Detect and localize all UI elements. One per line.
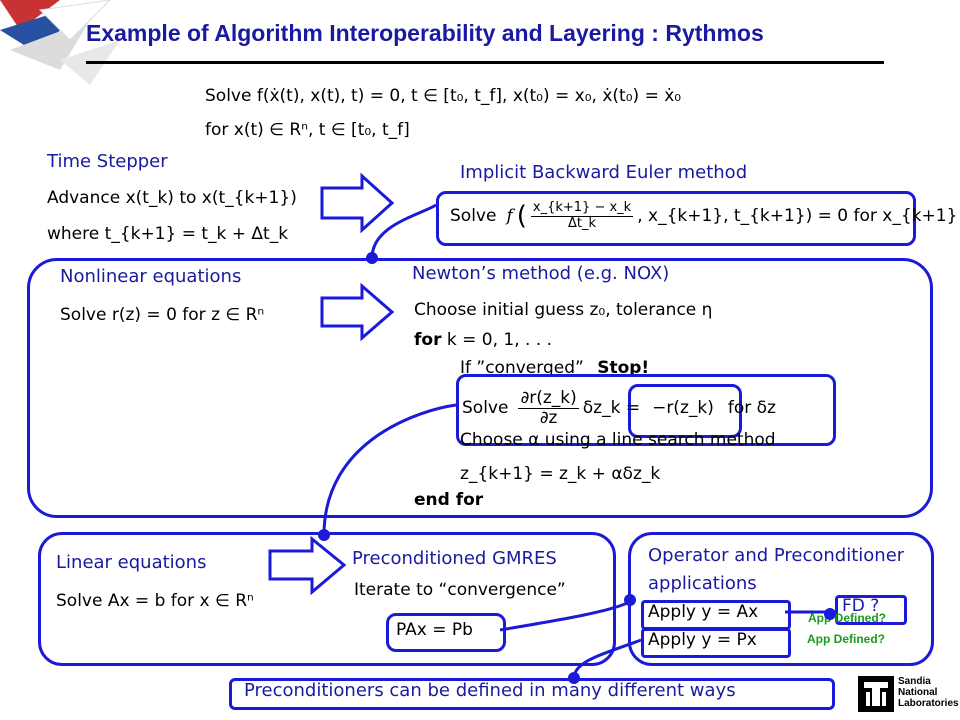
gmres-connector-dot	[624, 594, 636, 606]
fd-label: FD ?	[842, 596, 880, 616]
logo-line-3: Laboratories	[898, 698, 959, 709]
newton-line-1: Choose initial guess z₀, tolerance η	[414, 300, 713, 320]
sandia-thunderbird-icon	[858, 676, 894, 712]
nonlinear-equation: Solve r(z) = 0 for z ∈ Rⁿ	[60, 305, 265, 325]
be-f: f	[506, 206, 513, 226]
newton-label: Newton’s method (e.g. NOX)	[412, 263, 670, 284]
update-step: z_{k+1} = z_k + αδz_k	[460, 464, 661, 484]
delta-z: δz_k =	[582, 398, 641, 418]
newton-connector	[322, 403, 457, 536]
fd-connector-dot	[824, 608, 836, 620]
newton-connector-dot	[318, 529, 330, 541]
linear-equation: Solve Ax = b for x ∈ Rⁿ	[56, 591, 254, 611]
gmres-label: Preconditioned GMRES	[352, 548, 557, 569]
apply-a: Apply y = Ax	[648, 602, 759, 622]
app-defined-2: App Defined?	[807, 632, 885, 646]
apply-p: Apply y = Px	[648, 630, 757, 650]
backward-euler-box	[436, 191, 916, 246]
problem-line-1: Solve f(ẋ(t), x(t), t) = 0, t ∈ [t₀, t_f…	[205, 86, 682, 106]
be-fraction: x_{k+1} − x_k Δt_k	[530, 200, 634, 231]
newton-solve-box	[456, 374, 836, 446]
backward-euler-label: Implicit Backward Euler method	[460, 162, 748, 183]
footer-note-box	[229, 678, 835, 710]
be-connector-dot	[366, 252, 378, 264]
logo-line-1: Sandia	[898, 676, 931, 687]
ns-solve: Solve	[462, 398, 509, 418]
logo-line-2: National	[898, 687, 938, 698]
nonlinear-arrow	[320, 282, 395, 342]
apply-p-box	[641, 628, 791, 658]
newton-solve-equation: Solve ∂r(z_k) ∂z δz_k = −r(z_k) for δz	[462, 380, 776, 436]
be-rest: , x_{k+1}, t_{k+1}) = 0 for x_{k+1}	[637, 206, 958, 226]
time-stepper-line-2: where t_{k+1} = t_k + Δt_k	[47, 224, 289, 244]
operator-label-1: Operator and Preconditioner	[648, 545, 905, 566]
line-search: Choose α using a line search method	[460, 430, 776, 450]
be-frac-num: x_{k+1} − x_k	[530, 200, 634, 217]
be-frac-den: Δt_k	[568, 215, 597, 231]
if-converged: If ”converged”	[460, 358, 584, 378]
time-stepper-line-1: Advance x(t_k) to x(t_{k+1})	[47, 188, 297, 208]
page-title: Example of Algorithm Interoperability an…	[86, 20, 764, 46]
jacobian-num: ∂r(z_k)	[518, 387, 579, 409]
for-dz: for δz	[727, 398, 776, 418]
pax-equation: PAx = Pb	[396, 620, 473, 640]
footer-connector	[572, 638, 642, 679]
nonlinear-box	[27, 258, 933, 518]
backward-euler-equation: Solve f ( x_{k+1} − x_k Δt_k , x_{k+1}, …	[450, 195, 957, 237]
nonlinear-label: Nonlinear equations	[60, 266, 242, 287]
fd-box	[835, 595, 907, 625]
be-paren: (	[516, 201, 527, 231]
sandia-logo: Sandia National Laboratories	[858, 676, 959, 712]
linear-label: Linear equations	[56, 552, 207, 573]
pax-box	[386, 613, 506, 652]
gmres-connector	[499, 598, 633, 632]
newton-if-line: If ”converged” Stop!	[460, 358, 649, 378]
for-keyword: for	[414, 330, 442, 350]
end-for: end for	[414, 490, 484, 510]
time-stepper-label: Time Stepper	[47, 151, 168, 172]
linear-arrow	[268, 535, 347, 596]
problem-line-2: for x(t) ∈ Rⁿ, t ∈ [t₀, t_f]	[205, 120, 410, 140]
jacobian-den: ∂z	[539, 407, 558, 428]
footer-note: Preconditioners can be defined in many d…	[244, 680, 736, 701]
newton-for-line: for k = 0, 1, . . .	[414, 330, 552, 350]
gmres-iterate: Iterate to “convergence”	[354, 580, 566, 600]
footer-connector-dot	[568, 672, 580, 684]
for-range: k = 0, 1, . . .	[441, 330, 553, 350]
residual-box	[628, 384, 742, 438]
operator-label-2: applications	[648, 573, 757, 594]
jacobian-fraction: ∂r(z_k) ∂z	[518, 387, 579, 428]
title-rule	[86, 61, 884, 64]
be-connector	[370, 203, 437, 259]
stop-keyword: Stop!	[597, 358, 650, 378]
be-solve: Solve	[450, 206, 497, 226]
neg-residual: −r(z_k)	[652, 398, 714, 418]
time-stepper-arrow	[320, 172, 395, 234]
